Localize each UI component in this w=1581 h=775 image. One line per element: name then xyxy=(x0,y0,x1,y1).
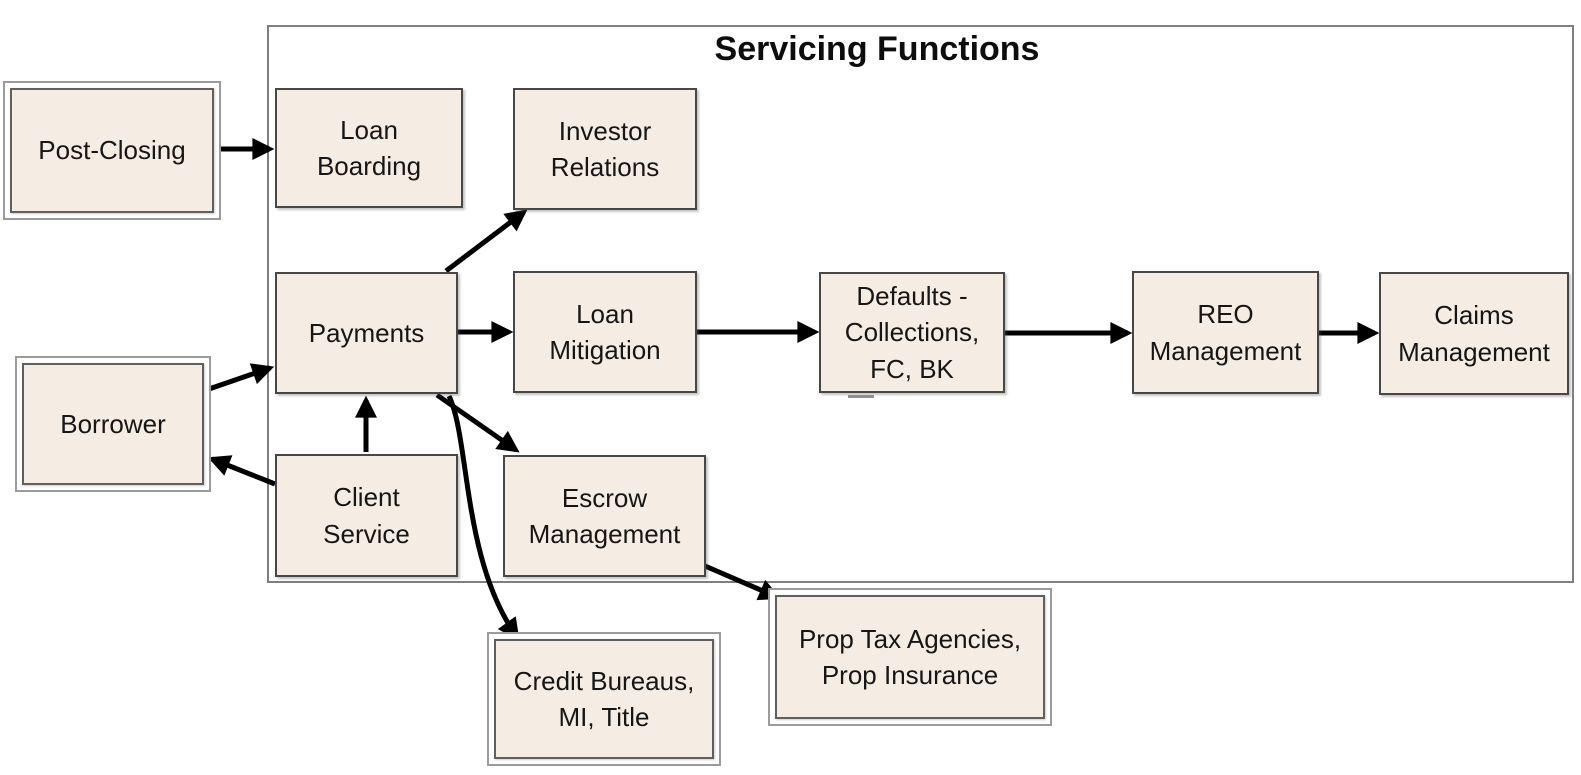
node-claims-management: Claims Management xyxy=(1379,272,1569,395)
node-label-prop-tax-agencies-prop-insurance: Prop Tax Agencies, Prop Insurance xyxy=(798,623,1022,690)
node-defaults-collections-fc-bk: Defaults - Collections, FC, BK xyxy=(819,272,1005,393)
node-label-reo-management: REO Management xyxy=(1149,299,1302,366)
node-label-claims-management: Claims Management xyxy=(1398,300,1550,367)
arrow-borrower-to-payments xyxy=(208,363,275,392)
node-label-investor-relations: Investor Relations xyxy=(550,115,660,182)
defaults-underline-mark xyxy=(848,395,874,398)
node-label-post-closing: Post-Closing xyxy=(38,135,186,166)
node-loan-mitigation: Loan Mitigation xyxy=(513,271,697,393)
node-label-client-service: Client Service xyxy=(323,482,410,549)
node-client-service: Client Service xyxy=(275,454,458,577)
node-label-credit-bureaus-mi-title: Credit Bureaus, MI, Title xyxy=(513,665,695,732)
node-borrower: Borrower xyxy=(15,356,211,492)
node-label-defaults-collections-fc-bk: Defaults - Collections, FC, BK xyxy=(844,280,980,384)
node-prop-tax-agencies-prop-insurance: Prop Tax Agencies, Prop Insurance xyxy=(768,588,1052,726)
node-label-loan-mitigation: Loan Mitigation xyxy=(549,298,661,365)
node-investor-relations: Investor Relations xyxy=(513,88,697,210)
node-post-closing: Post-Closing xyxy=(3,81,221,220)
node-loan-boarding: Loan Boarding xyxy=(275,88,463,208)
node-label-loan-boarding: Loan Boarding xyxy=(316,114,422,181)
diagram-title: Servicing Functions xyxy=(714,30,1040,68)
node-label-borrower: Borrower xyxy=(60,408,166,439)
node-reo-management: REO Management xyxy=(1132,271,1319,394)
servicing-functions-container xyxy=(267,25,1574,583)
node-credit-bureaus-mi-title: Credit Bureaus, MI, Title xyxy=(487,632,721,766)
node-escrow-management: Escrow Management xyxy=(503,455,706,577)
arrow-client-service-to-borrower xyxy=(207,455,276,487)
node-label-payments: Payments xyxy=(308,317,425,348)
node-label-escrow-management: Escrow Management xyxy=(528,482,681,549)
node-payments: Payments xyxy=(275,272,458,394)
